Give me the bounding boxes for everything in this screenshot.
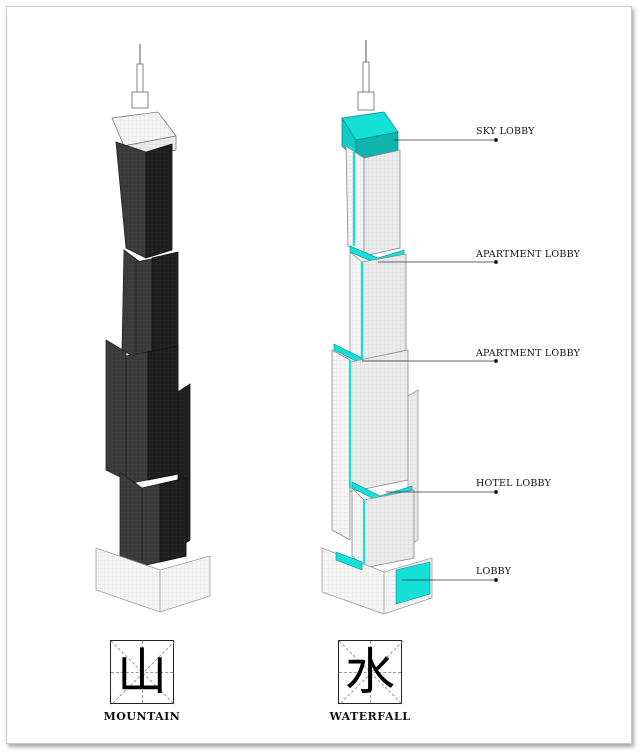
mountain-character: 山 [117,643,167,701]
left-mid-block-front [105,339,127,481]
left-upper-block-front [115,141,147,259]
callout-apartment-lobby-upper: APARTMENT LOBBY [476,249,581,260]
mountain-character-box: 山 [110,640,175,705]
mountain-tower [95,44,211,613]
mountain-caption: MOUNTAIN [103,710,181,723]
ground-lobby [335,551,363,571]
callout-lobby: LOBBY [476,566,512,577]
left-upper-block-side [145,143,173,259]
callout-hotel-lobby: HOTEL LOBBY [476,478,552,489]
waterfall-character: 水 [345,643,395,701]
callout-sky-lobby: SKY LOBBY [476,126,535,137]
left-spire-mast [136,63,144,95]
callout-leaders [362,138,498,582]
callout-apartment-lobby-lower: APARTMENT LOBBY [476,348,581,359]
waterfall-caption: WATERFALL [329,710,411,723]
right-spire-mast [362,61,370,95]
left-lower-block-front [119,471,143,567]
waterfall-character-box: 水 [338,640,403,705]
waterfall-tower [321,40,433,615]
